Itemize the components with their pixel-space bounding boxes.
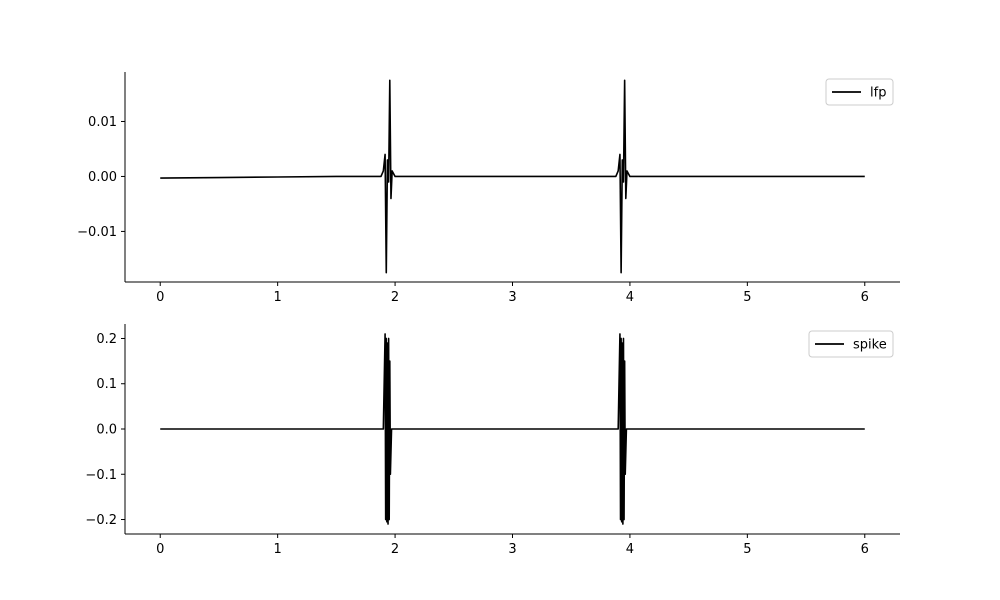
x-tick-label: 0 <box>156 290 164 305</box>
y-tick-label: 0.2 <box>96 332 117 347</box>
x-tick-label: 4 <box>626 290 634 305</box>
x-tick-label: 5 <box>743 290 751 305</box>
y-tick-label: 0.1 <box>96 377 117 392</box>
x-tick-label: 5 <box>743 542 751 557</box>
x-tick-label: 3 <box>508 290 516 305</box>
x-tick-label: 1 <box>274 542 282 557</box>
x-tick-label: 4 <box>626 542 634 557</box>
lfp-panel: 0 1 2 3 4 5 6 −0.01 0.00 0.01 lfp <box>77 72 900 305</box>
y-tick-label: −0.2 <box>85 513 117 528</box>
legend-label: lfp <box>870 86 886 101</box>
x-tick-label: 6 <box>861 290 869 305</box>
x-tick-label: 3 <box>508 542 516 557</box>
series-line-lfp <box>160 79 865 274</box>
y-tick-label: 0.0 <box>96 423 117 438</box>
x-tick-label: 6 <box>861 542 869 557</box>
legend-label: spike <box>853 338 887 353</box>
series-line-spike <box>160 333 865 525</box>
y-tick-label: −0.1 <box>85 468 117 483</box>
spike-panel: 0 1 2 3 4 5 6 −0.2 −0.1 0.0 0.1 0.2 spike <box>85 324 900 557</box>
y-tick-label: −0.01 <box>77 225 117 240</box>
x-tick-label: 0 <box>156 542 164 557</box>
x-tick-label: 2 <box>391 542 399 557</box>
y-tick-label: 0.00 <box>88 170 117 185</box>
legend-box <box>808 330 894 358</box>
x-tick-label: 2 <box>391 290 399 305</box>
y-tick-label: 0.01 <box>88 115 117 130</box>
x-tick-label: 1 <box>274 290 282 305</box>
